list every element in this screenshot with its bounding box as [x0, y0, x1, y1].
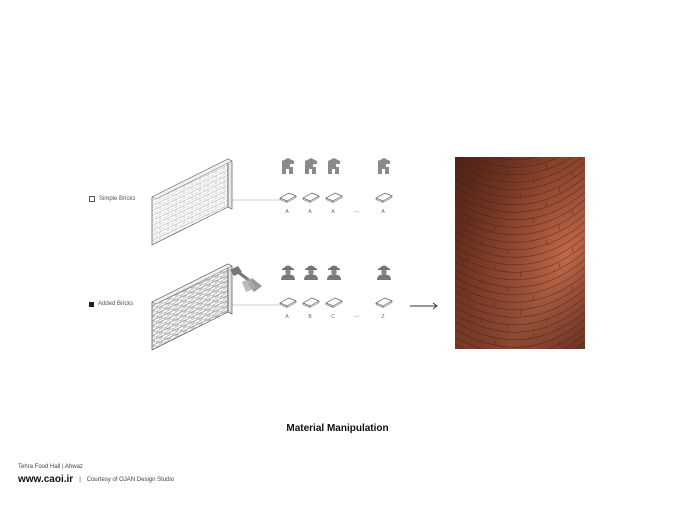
letter-label: C: [331, 314, 335, 320]
row-label-simple-bricks: Simple Bricks: [89, 196, 135, 202]
letter-label: Z: [381, 314, 385, 320]
simple-brick-wall: [151, 158, 233, 246]
separator: |: [79, 476, 81, 483]
brick-icon: [375, 297, 393, 308]
row-label-added-bricks: Added Bricks: [89, 301, 133, 307]
ellipsis: ...: [354, 313, 360, 319]
brick-icon: [375, 192, 393, 203]
worker-helmet-icon: [327, 265, 341, 280]
worker-helmet-icon: [281, 265, 295, 280]
empty-square-marker: [89, 196, 95, 202]
brick-icon: [302, 192, 320, 203]
letter-label: A: [381, 209, 385, 215]
machine-press-icon: [378, 158, 390, 174]
brick-icon: [302, 297, 320, 308]
right-arrow-icon: [410, 302, 438, 310]
letter-label: A: [308, 209, 312, 215]
ellipsis: ...: [354, 208, 360, 214]
letter-label: A: [285, 209, 289, 215]
footer-credits: www.caoi.ir | Courtesy of OJAN Design St…: [18, 474, 174, 485]
letter-label: A: [331, 209, 335, 215]
letter-label: B: [308, 314, 312, 320]
worker-helmet-icon: [304, 265, 318, 280]
brand-link[interactable]: www.caoi.ir: [18, 474, 74, 485]
machine-press-icon: [328, 158, 340, 174]
brick-icon: [325, 192, 343, 203]
letter-label: A: [285, 314, 289, 320]
diagram-title: Material Manipulation: [286, 423, 389, 434]
filled-square-marker: [89, 301, 94, 307]
courtesy-text: Courtesy of OJAN Design Studio: [86, 476, 175, 483]
hammer-hand-icon: [230, 266, 262, 292]
connector-line-added: [232, 304, 280, 306]
added-brick-wall: [151, 263, 233, 351]
brick-vault-photo: [455, 157, 585, 349]
worker-helmet-icon: [377, 265, 391, 280]
brick-icon: [279, 192, 297, 203]
connector-line-simple: [232, 199, 280, 201]
machine-press-icon: [282, 158, 294, 174]
brick-icon: [325, 297, 343, 308]
project-caption: Tehra Food Hall | Ahwaz: [18, 464, 83, 470]
machine-press-icon: [305, 158, 317, 174]
brick-icon: [279, 297, 297, 308]
